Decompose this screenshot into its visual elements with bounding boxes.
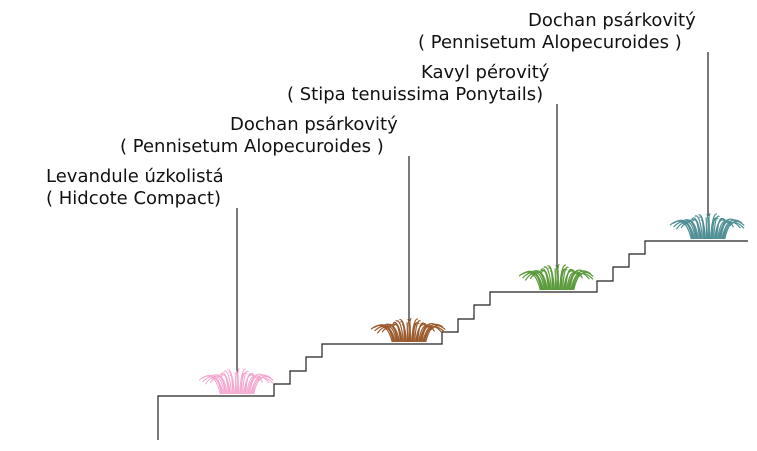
plant-name: Dochan psárkovitý — [418, 10, 696, 31]
plant-name: Levandule úzkolistá — [46, 166, 224, 187]
tuft-blade — [555, 269, 556, 290]
tuft-blade — [407, 323, 408, 342]
grass-tuft-icon — [670, 213, 744, 239]
plant-label-3: Kavyl pérovitý ( Stipa tenuissima Ponyta… — [287, 62, 549, 106]
tuft-blade — [235, 373, 236, 394]
plant-name: Kavyl pérovitý — [287, 62, 549, 83]
staircase-outline — [158, 241, 748, 440]
tuft-blade — [706, 218, 707, 239]
grass-tuft-icon — [371, 318, 445, 342]
plant-name: Dochan psárkovitý — [120, 114, 398, 135]
grass-tuft-icon — [519, 264, 593, 290]
plant-latin-name: ( Pennisetum Alopecuroides ) — [120, 136, 398, 158]
plant-latin-name: ( Pennisetum Alopecuroides ) — [418, 32, 696, 54]
plant-latin-name: ( Hidcote Compact) — [46, 188, 224, 210]
plant-label-4: Dochan psárkovitý ( Pennisetum Alopecuro… — [418, 10, 696, 54]
plant-label-2: Dochan psárkovitý ( Pennisetum Alopecuro… — [120, 114, 398, 158]
lavender-tuft-icon — [199, 368, 273, 394]
plant-label-1: Levandule úzkolistá ( Hidcote Compact) — [46, 166, 224, 210]
plant-latin-name: ( Stipa tenuissima Ponytails) — [287, 84, 549, 106]
